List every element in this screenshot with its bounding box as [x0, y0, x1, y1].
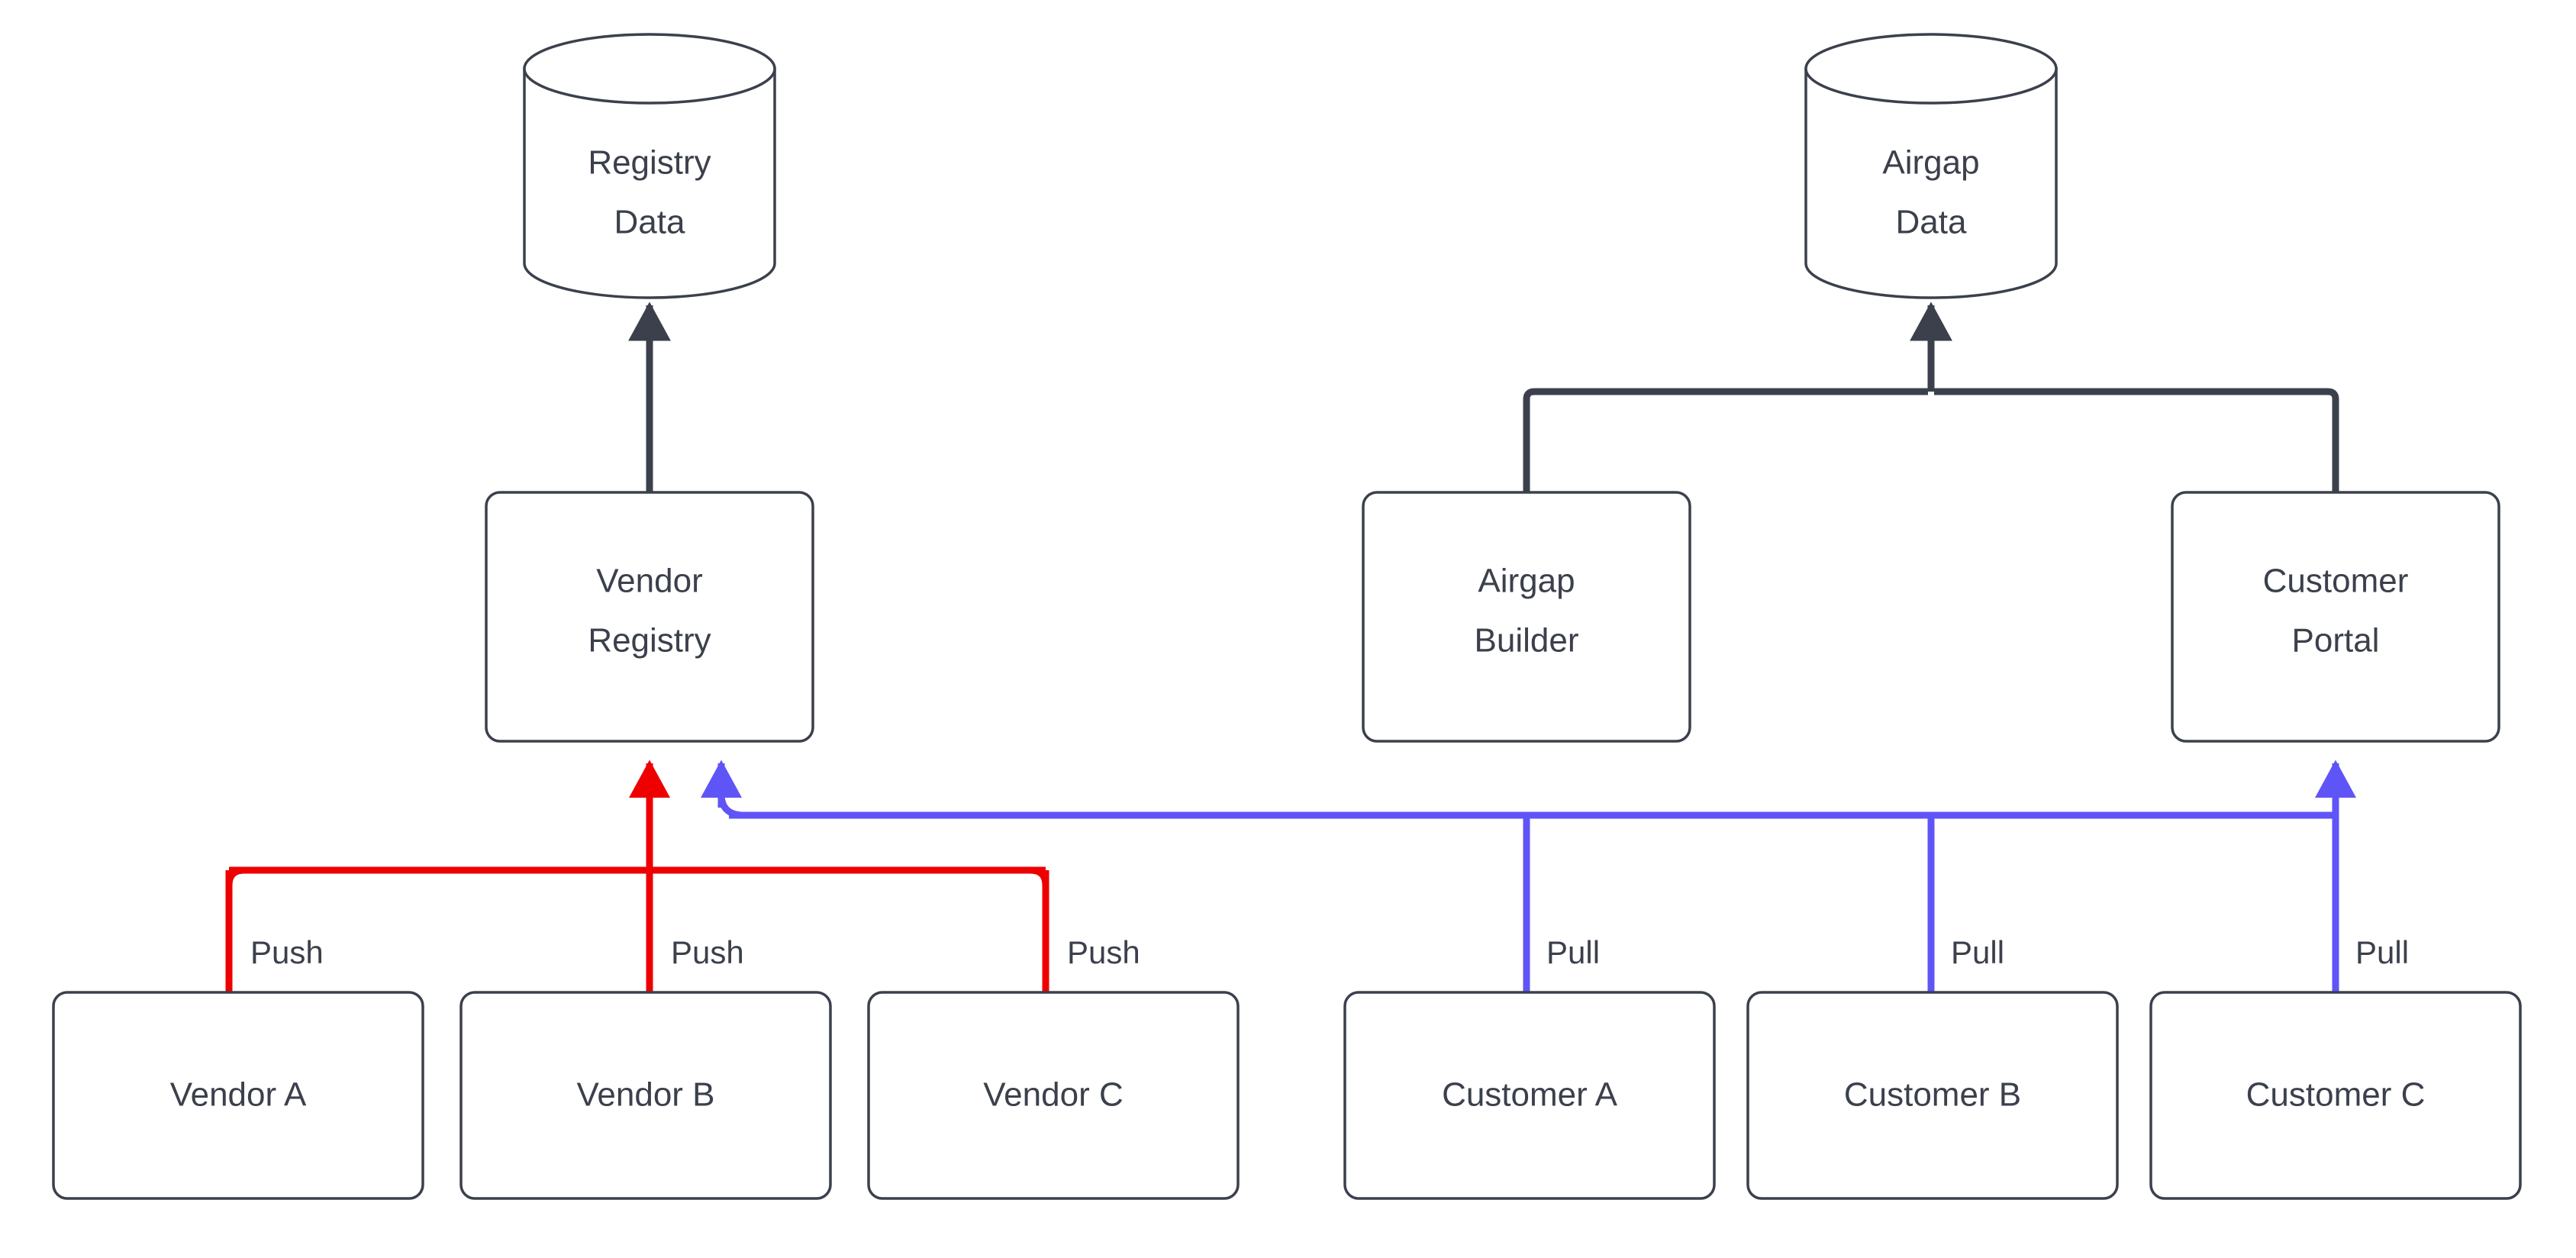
airgap-data-label-line1: Airgap [1882, 144, 1979, 182]
actor-vendor-b[interactable]: Vendor B [459, 991, 832, 1200]
vendor-a-box [52, 991, 424, 1200]
customer-b-label: Customer B [1844, 1076, 2021, 1114]
datastore-registry-data[interactable]: Registry Data [523, 33, 776, 299]
edge-label-pull-customer-c: Pull [2355, 934, 2409, 970]
service-airgap-builder[interactable]: Airgap Builder [1362, 491, 1691, 743]
vendor-a-label: Vendor A [170, 1076, 307, 1114]
connector-pull-left-corner [717, 793, 745, 819]
customer-c-label: Customer C [2246, 1076, 2426, 1114]
registry-data-cylinder-body [523, 67, 776, 299]
registry-data-cylinder-top [523, 33, 776, 105]
edge-label-push-vendor-c: Push [1067, 934, 1140, 970]
vendor-registry-box [485, 491, 814, 743]
customer-portal-box [2171, 491, 2500, 743]
actor-customer-c[interactable]: Customer C [2149, 991, 2522, 1200]
vendor-c-box [867, 991, 1240, 1200]
edge-label-pull-customer-b: Pull [1951, 934, 2004, 970]
edge-label-pull-customer-a: Pull [1546, 934, 1600, 970]
customer-portal-label-line1: Customer [2263, 563, 2409, 600]
edge-label-push-vendor-a: Push [250, 934, 324, 970]
vendor-registry-label-line2: Registry [588, 622, 711, 660]
airgap-data-cylinder-body [1804, 67, 2058, 299]
vendor-c-label: Vendor C [983, 1076, 1123, 1114]
service-vendor-registry[interactable]: Vendor Registry [485, 491, 814, 743]
customer-portal-label-line2: Portal [2292, 622, 2380, 660]
vendor-registry-label-line1: Vendor [596, 563, 702, 600]
customer-a-box [1343, 991, 1716, 1200]
airgap-builder-label-line1: Airgap [1478, 563, 1575, 600]
actor-customer-a[interactable]: Customer A [1343, 991, 1716, 1200]
connector-customer-portal-to-airgap-data [1934, 388, 2339, 492]
connector-push-vendor-a-corner [225, 866, 245, 886]
airgap-builder-label-line2: Builder [1475, 622, 1579, 660]
airgap-builder-box [1362, 491, 1691, 743]
connector-airgap-builder-to-airgap-data [1523, 388, 1928, 492]
customer-a-label: Customer A [1442, 1076, 1618, 1114]
registry-data-label-line2: Data [614, 204, 685, 241]
service-customer-portal[interactable]: Customer Portal [2171, 491, 2500, 743]
datastore-airgap-data[interactable]: Airgap Data [1804, 33, 2058, 299]
actor-customer-b[interactable]: Customer B [1746, 991, 2119, 1200]
airgap-data-cylinder-top [1804, 33, 2058, 105]
actor-vendor-a[interactable]: Vendor A [52, 991, 424, 1200]
vendor-b-box [459, 991, 832, 1200]
vendor-b-label: Vendor B [576, 1076, 714, 1114]
registry-data-label-line1: Registry [588, 144, 711, 182]
edge-label-push-vendor-b: Push [671, 934, 744, 970]
actor-vendor-c[interactable]: Vendor C [867, 991, 1240, 1200]
airgap-data-label-line2: Data [1896, 204, 1967, 241]
connector-push-vendor-c-corner [1030, 866, 1049, 886]
customer-c-box [2149, 991, 2522, 1200]
customer-b-box [1746, 991, 2119, 1200]
